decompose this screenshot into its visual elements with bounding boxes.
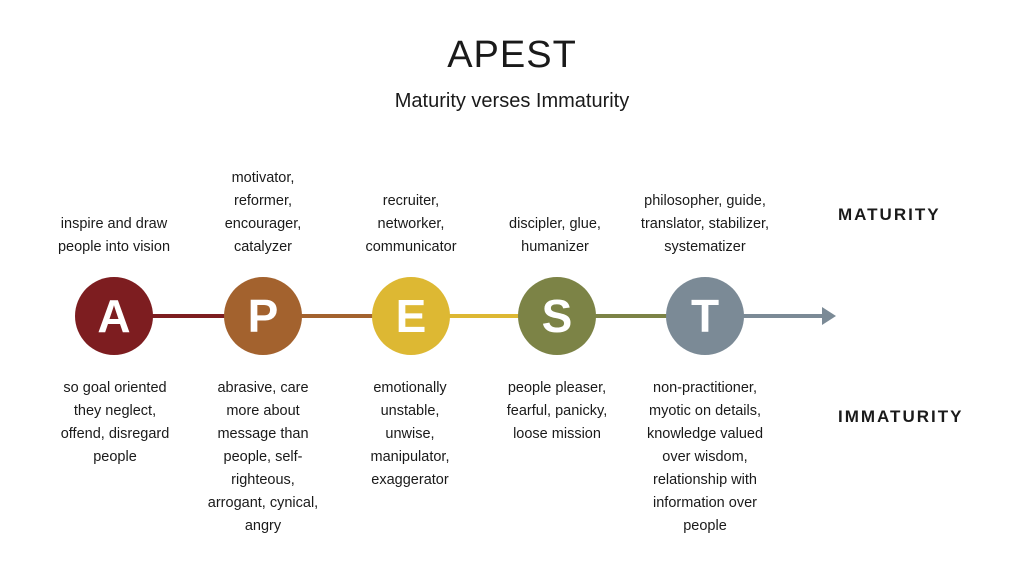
immaturity-text-p: abrasive, care more about message than p… [207,380,319,534]
immaturity-text-t: non-practitioner, myotic on details, kno… [646,380,764,534]
connector-a-p [150,314,230,318]
page-title: APEST [447,34,577,76]
immaturity-text-a: so goal oriented they neglect, offend, d… [60,380,170,465]
maturity-text-t: philosopher, guide, translator, stabiliz… [640,193,770,255]
circle-e: E [372,277,450,355]
circle-p: P [224,277,302,355]
immaturity-text-s: people pleaser, fearful, panicky, loose … [506,380,608,442]
immaturity-label: IMMATURITY [838,407,964,426]
connector-e-s [444,314,524,318]
maturity-text-p: motivator, reformer, encourager, catalyz… [224,170,302,255]
letter-a: A [97,290,131,342]
connector-p-e [296,314,376,318]
maturity-text-s: discipler, glue, humanizer [509,216,601,255]
letter-e: E [395,290,427,342]
circle-a: A [75,277,153,355]
letter-s: S [541,290,573,342]
maturity-text-e: recruiter, networker, communicator [365,193,457,255]
circle-t: T [666,277,744,355]
connector-t-arrow [740,314,824,318]
arrowhead-icon [822,307,836,325]
circle-s: S [518,277,596,355]
maturity-label: MATURITY [838,205,941,224]
page-subtitle: Maturity verses Immaturity [394,90,630,112]
letter-p: P [247,290,279,342]
letter-t: T [690,290,720,342]
connector-s-t [591,314,671,318]
maturity-text-a: inspire and draw people into vision [57,216,171,255]
immaturity-text-e: emotionally unstable, unwise, manipulato… [370,380,450,488]
